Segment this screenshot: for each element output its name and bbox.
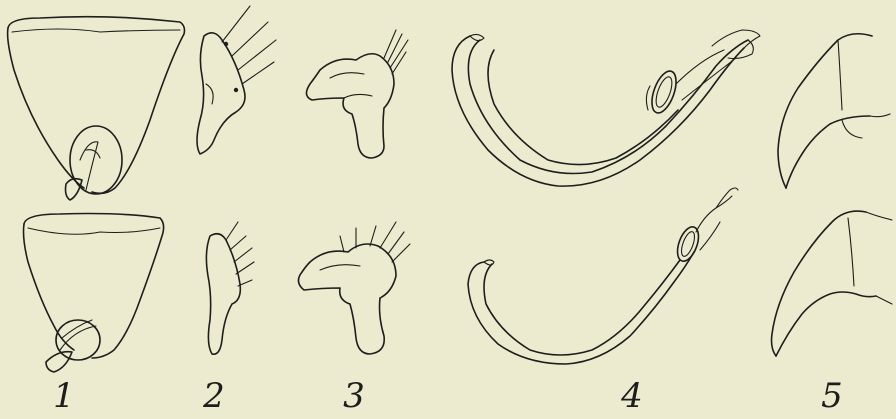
figure-5-lower-drawing	[772, 211, 893, 356]
figure-label-4: 4	[612, 376, 652, 416]
figure-4-lower-drawing	[468, 188, 738, 364]
figure-1-lower-drawing	[24, 214, 164, 373]
figure-label-2: 2	[194, 376, 234, 416]
figure-label-5: 5	[812, 376, 852, 416]
figure-1-upper-drawing	[8, 17, 185, 200]
figure-3-upper-drawing	[306, 30, 408, 158]
figure-2-lower-drawing	[206, 222, 254, 354]
figure-4-upper-drawing	[452, 30, 760, 186]
figure-3-lower-drawing	[298, 222, 410, 354]
figure-5-upper-drawing	[778, 34, 890, 188]
figure-label-3: 3	[334, 376, 374, 416]
figure-2-upper-drawing	[197, 6, 276, 154]
figure-label-1: 1	[44, 376, 84, 416]
